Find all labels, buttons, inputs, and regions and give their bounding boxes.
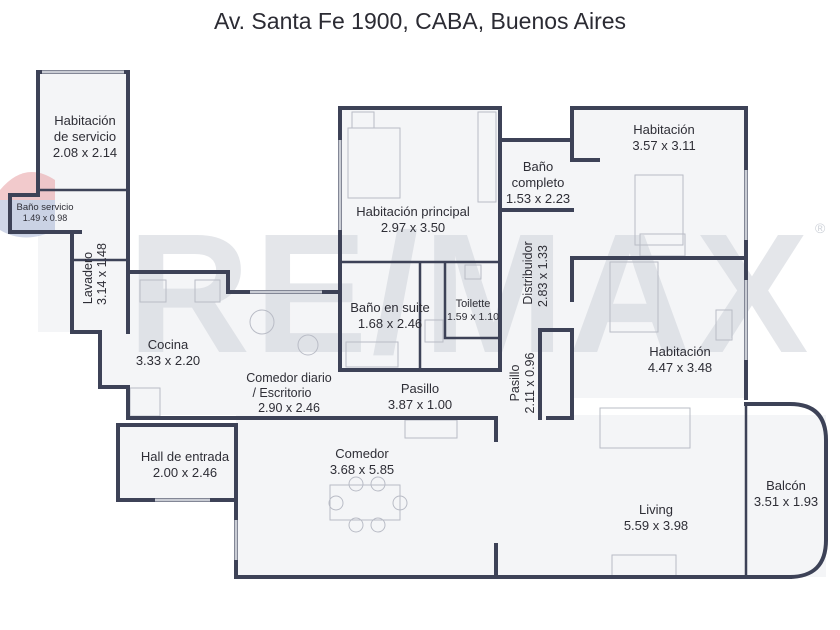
habitacion-2-dims: 4.47 x 3.48 (648, 360, 712, 375)
furniture (129, 111, 733, 578)
room-labels: Habitación de servicio 2.08 x 2.14 Baño … (16, 113, 818, 533)
cocina-dims: 3.33 x 2.20 (136, 353, 200, 368)
pasillo-2-name: Pasillo (508, 365, 522, 402)
hall-entrada-dims: 2.00 x 2.46 (153, 465, 217, 480)
bano-completo-dims: 1.53 x 2.23 (506, 191, 570, 206)
comedor-dims: 3.68 x 5.85 (330, 462, 394, 477)
living-dims: 5.59 x 3.98 (624, 518, 688, 533)
bano-suite-dims: 1.68 x 2.46 (358, 316, 422, 331)
pasillo-2-dims: 2.11 x 0.96 (523, 352, 537, 413)
comedor-diario-name-1: Comedor diario (246, 371, 332, 385)
habitacion-1-name: Habitación (633, 122, 694, 137)
toilette-dims: 1.59 x 1.10 (447, 311, 499, 323)
balcon-name: Balcón (766, 478, 806, 493)
habitacion-2-name: Habitación (649, 344, 710, 359)
habitacion-1-dims: 3.57 x 3.11 (632, 138, 695, 153)
balcon-dims: 3.51 x 1.93 (754, 494, 818, 509)
bano-completo-name-1: Baño (523, 159, 553, 174)
bano-servicio-dims: 1.49 x 0.98 (23, 213, 68, 223)
distribuidor-name: Distribuidor (521, 241, 535, 304)
hall-entrada-name: Hall de entrada (141, 449, 230, 464)
cocina-name: Cocina (148, 337, 189, 352)
comedor-diario-dims: 2.90 x 2.46 (258, 401, 320, 415)
habitacion-principal-name: Habitación principal (356, 204, 470, 219)
bano-servicio-name: Baño servicio (16, 202, 73, 213)
distribuidor-dims: 2.83 x 1.33 (536, 245, 550, 307)
living-name: Living (639, 502, 673, 517)
page-title: Av. Santa Fe 1900, CABA, Buenos Aires (213, 8, 627, 34)
registered-mark: ® (815, 220, 826, 236)
comedor-diario-name-2: / Escritorio (252, 386, 311, 400)
habitacion-servicio-dims: 2.08 x 2.14 (53, 145, 117, 160)
lavadero-dims: 3.14 x 1.48 (95, 243, 109, 305)
windows (42, 70, 748, 560)
habitacion-servicio-name-1: Habitación (54, 113, 115, 128)
habitacion-principal-dims: 2.97 x 3.50 (381, 220, 445, 235)
habitacion-servicio-name-2: de servicio (54, 129, 116, 144)
bano-completo-name-2: completo (512, 175, 565, 190)
lavadero-name: Lavadero (81, 252, 95, 304)
bano-suite-name: Baño en suite (350, 300, 430, 315)
toilette-name: Toilette (456, 298, 491, 310)
comedor-name: Comedor (335, 446, 389, 461)
pasillo-1-dims: 3.87 x 1.00 (388, 397, 452, 412)
pasillo-1-name: Pasillo (401, 381, 439, 396)
